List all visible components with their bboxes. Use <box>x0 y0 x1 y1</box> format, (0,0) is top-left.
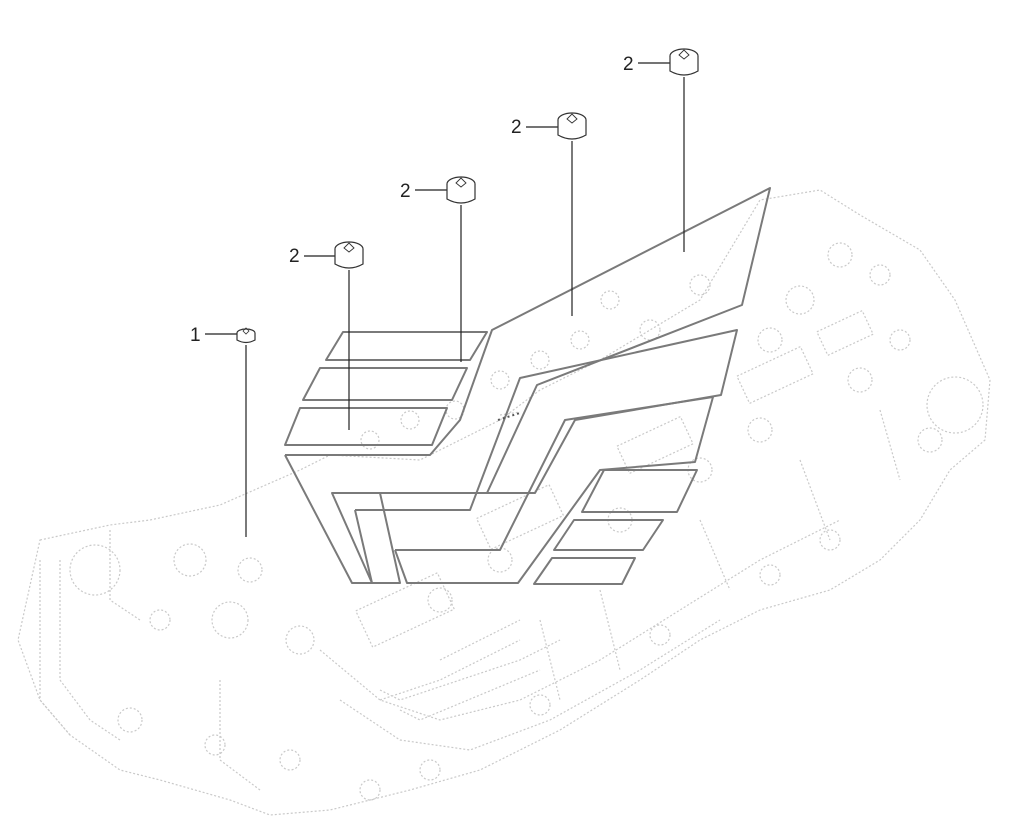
small-plug-icon[interactable] <box>236 327 256 344</box>
callout-2d-group: 2 <box>623 48 699 252</box>
callout-label-2a: 2 <box>289 246 300 267</box>
plug-a-icon[interactable] <box>334 241 364 269</box>
callout-label-2d: 2 <box>623 54 634 75</box>
plug-c-icon[interactable] <box>557 112 587 140</box>
callout-2b-group: 2 <box>400 176 476 362</box>
callout-label-1: 1 <box>190 325 201 346</box>
callout-label-2b: 2 <box>400 181 411 202</box>
cylinder-head-ghost <box>17 189 991 816</box>
callout-2a-group: 2 <box>289 241 364 430</box>
head-gasket <box>284 187 771 585</box>
callout-label-2c: 2 <box>511 117 522 138</box>
callout-2c-group: 2 <box>511 112 587 316</box>
plug-b-icon[interactable] <box>446 176 476 204</box>
plug-d-icon[interactable] <box>669 48 699 76</box>
dowel-marker <box>497 412 521 421</box>
callout-1-group: 1 <box>190 325 256 537</box>
